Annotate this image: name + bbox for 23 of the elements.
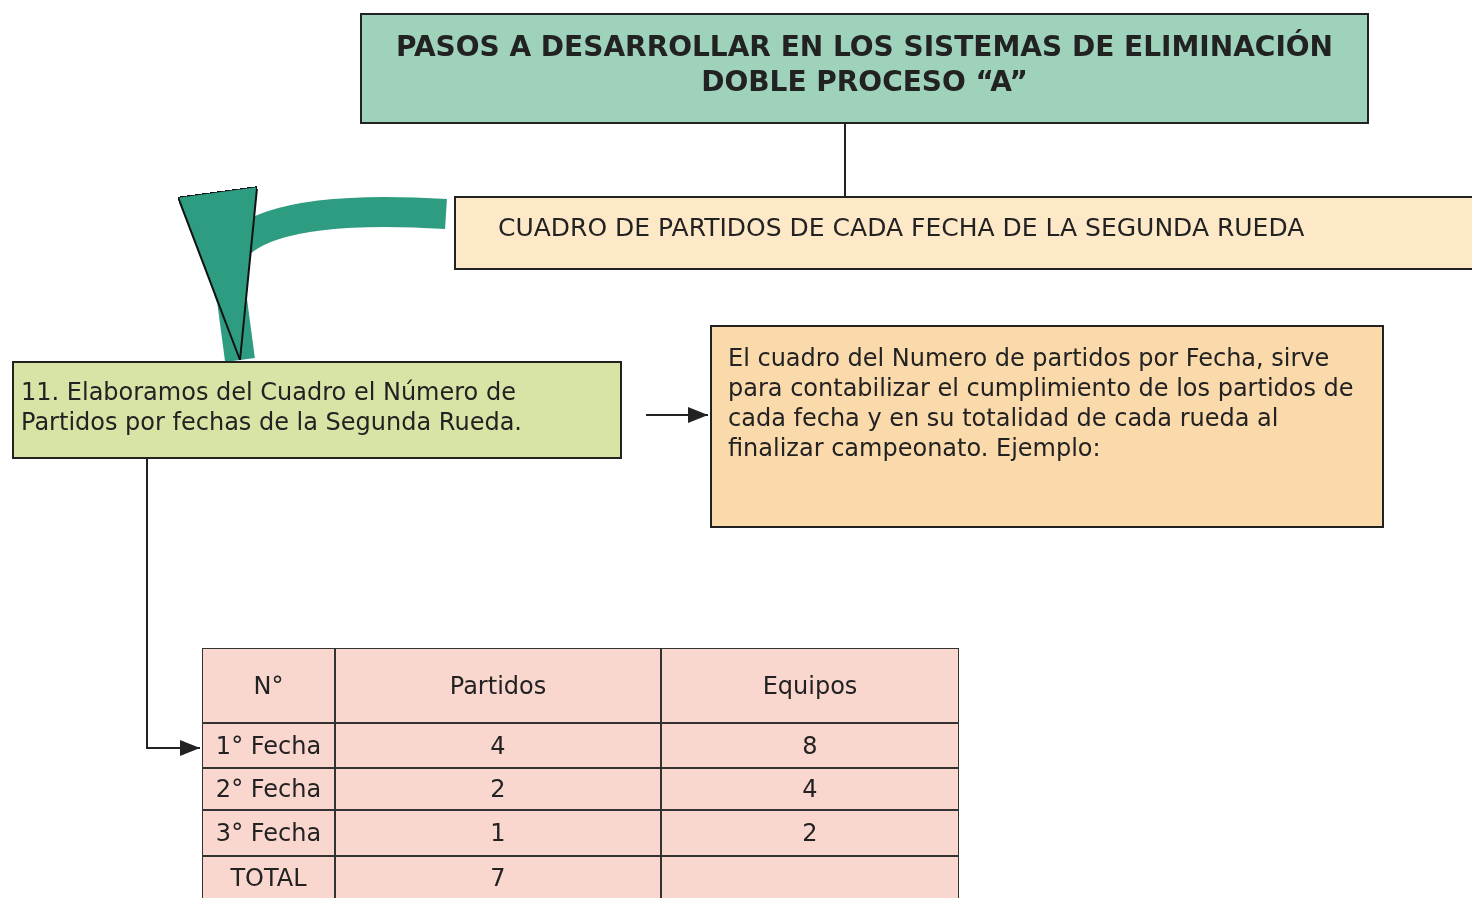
arrow bbox=[645, 407, 709, 423]
table-cell: 4 bbox=[661, 768, 959, 810]
note-box: El cuadro del Numero de partidos por Fecha, sirve para contabilizar el cumplimiento de los partidos de cada fecha y en su totalidad de cada rueda al finalizar campeonato. Ejemplo: bbox=[710, 325, 1384, 528]
step-box: 11. Elaboramos del Cuadro el Número de Partidos por fechas de la Segunda Rueda. bbox=[12, 361, 622, 459]
title-box: PASOS A DESARROLLAR EN LOS SISTEMAS DE ELIMINACIÓN DOBLE PROCESO “A” bbox=[360, 13, 1369, 124]
table-cell: 3° Fecha bbox=[202, 810, 335, 856]
table-cell: 1 bbox=[335, 810, 661, 856]
table-cell: 2° Fecha bbox=[202, 768, 335, 810]
heading-box: CUADRO DE PARTIDOS DE CADA FECHA DE LA SEGUNDA RUEDA bbox=[454, 196, 1472, 270]
header-cell: Equipos bbox=[661, 648, 959, 723]
header-cell: Partidos bbox=[335, 648, 661, 723]
header-cell: N° bbox=[202, 648, 335, 723]
table-cell: 2 bbox=[335, 768, 661, 810]
data-table bbox=[202, 648, 959, 898]
table-cell: 8 bbox=[661, 723, 959, 768]
arrow bbox=[146, 458, 201, 756]
connector-line bbox=[844, 123, 846, 197]
table-cell: 7 bbox=[335, 856, 661, 898]
curved-arrow bbox=[176, 185, 447, 362]
table-cell: 1° Fecha bbox=[202, 723, 335, 768]
table-cell: 2 bbox=[661, 810, 959, 856]
table-cell: 4 bbox=[335, 723, 661, 768]
table-cell: TOTAL bbox=[202, 856, 335, 898]
